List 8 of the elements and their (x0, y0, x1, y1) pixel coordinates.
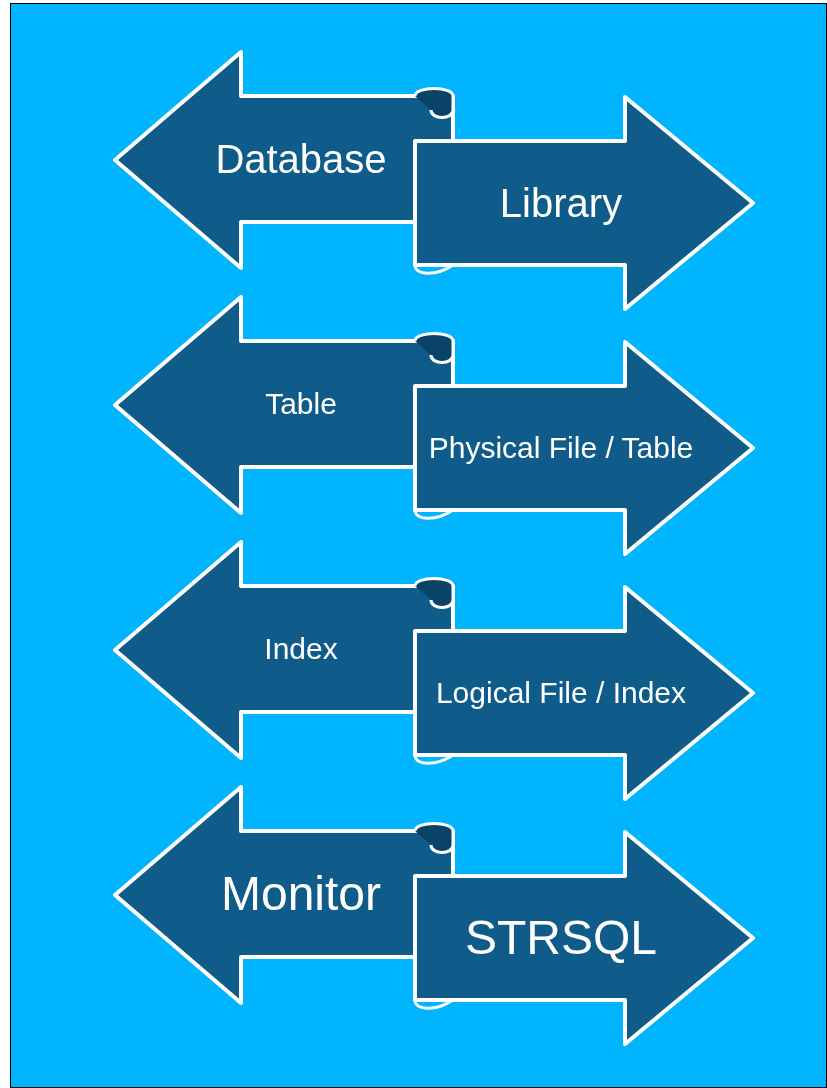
arrow-label: Logical File / Index (435, 675, 687, 712)
arrow-label: Table (265, 386, 337, 423)
arrow-label: STRSQL (464, 910, 657, 966)
arrow-label: Library (499, 180, 623, 227)
arrow-label: Monitor (220, 866, 382, 922)
arrow-label: Database (215, 136, 387, 183)
arrow-label: Index (264, 631, 338, 668)
arrow-label: Physical File / Table (428, 430, 694, 467)
